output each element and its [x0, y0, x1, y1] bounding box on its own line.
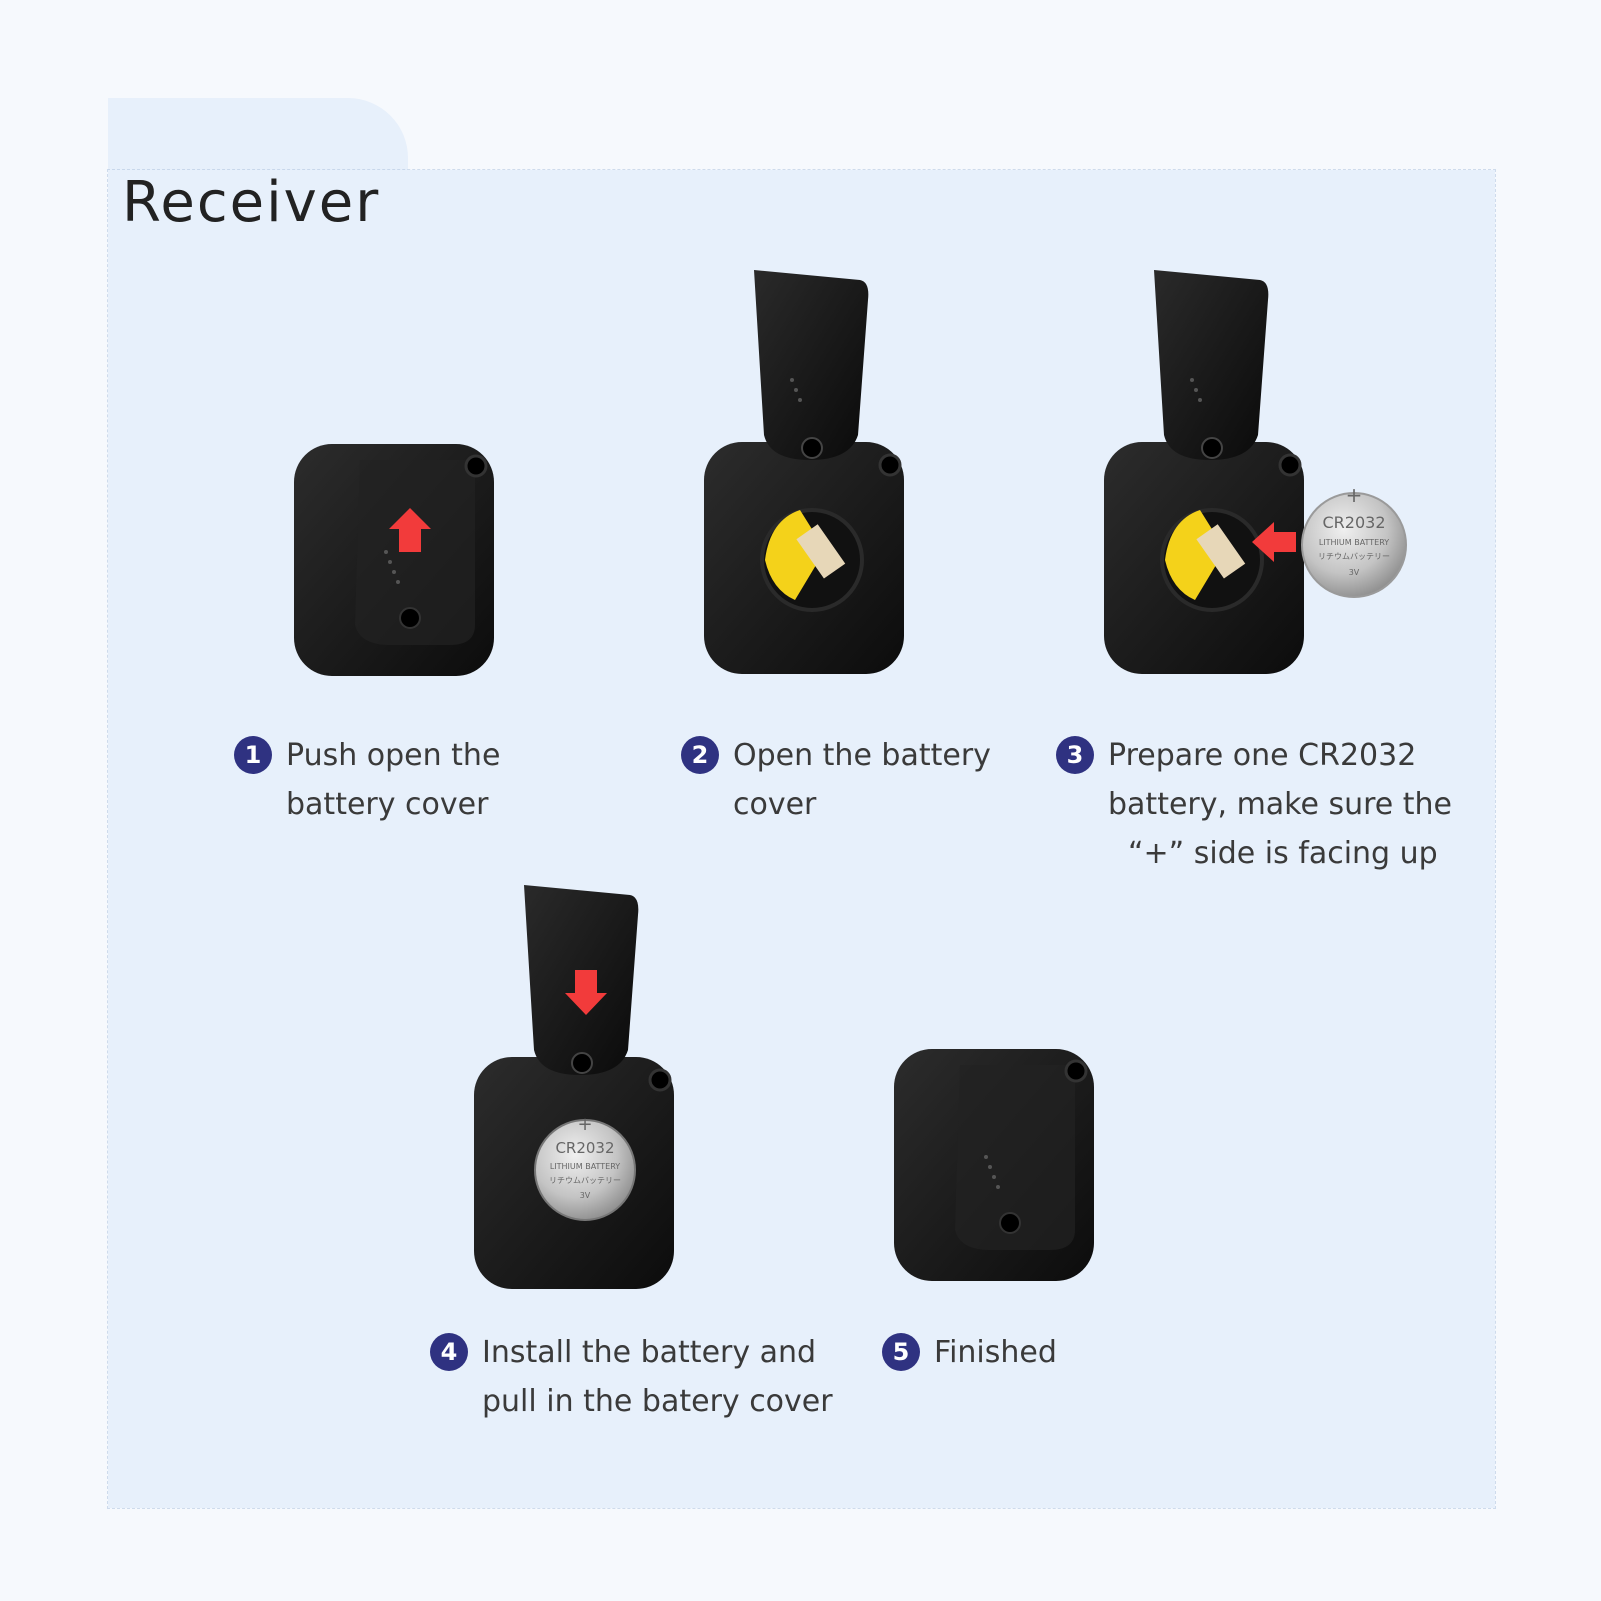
step-number-badge: 4 — [430, 1333, 468, 1371]
step5-caption: Finished — [934, 1335, 1057, 1370]
svg-text:LITHIUM BATTERY: LITHIUM BATTERY — [550, 1162, 620, 1171]
step3-device-illustration: + CR2032 LITHIUM BATTERY リチウムバッテリー 3V — [1104, 270, 1407, 674]
svg-text:+: + — [1346, 483, 1363, 507]
down-arrow-icon — [565, 970, 607, 1015]
svg-text:リチウムバッテリー: リチウムバッテリー — [1318, 552, 1390, 561]
step4-device-illustration: + CR2032 LITHIUM BATTERY リチウムバッテリー 3V — [474, 885, 674, 1289]
left-arrow-icon — [1252, 522, 1296, 562]
step-number-badge: 2 — [681, 736, 719, 774]
step-number-badge: 1 — [234, 736, 272, 774]
up-arrow-icon — [389, 508, 431, 552]
svg-text:+: + — [577, 1114, 592, 1135]
step3-caption: Prepare one CR2032 battery, make sure th… — [1108, 738, 1453, 871]
installed-coin-battery: + CR2032 LITHIUM BATTERY リチウムバッテリー 3V — [534, 1114, 636, 1221]
svg-text:リチウムバッテリー: リチウムバッテリー — [549, 1176, 621, 1185]
step2-device-illustration — [704, 270, 904, 674]
svg-text:LITHIUM BATTERY: LITHIUM BATTERY — [1319, 538, 1389, 547]
svg-text:CR2032: CR2032 — [1322, 513, 1385, 532]
step2-caption: Open the battery cover — [733, 738, 991, 822]
step4-caption: Install the battery and pull in the bate… — [482, 1335, 833, 1419]
svg-text:CR2032: CR2032 — [555, 1139, 614, 1157]
svg-text:3V: 3V — [580, 1191, 591, 1200]
step1-device-illustration — [294, 444, 494, 676]
step-number-badge: 5 — [882, 1333, 920, 1371]
svg-text:3V: 3V — [1349, 568, 1360, 577]
page-title: Receiver — [122, 170, 381, 235]
step-number-badge: 3 — [1056, 736, 1094, 774]
step5-device-illustration — [894, 1049, 1094, 1281]
coin-battery: + CR2032 LITHIUM BATTERY リチウムバッテリー 3V — [1301, 483, 1407, 598]
step1-caption: Push open the battery cover — [286, 738, 501, 822]
